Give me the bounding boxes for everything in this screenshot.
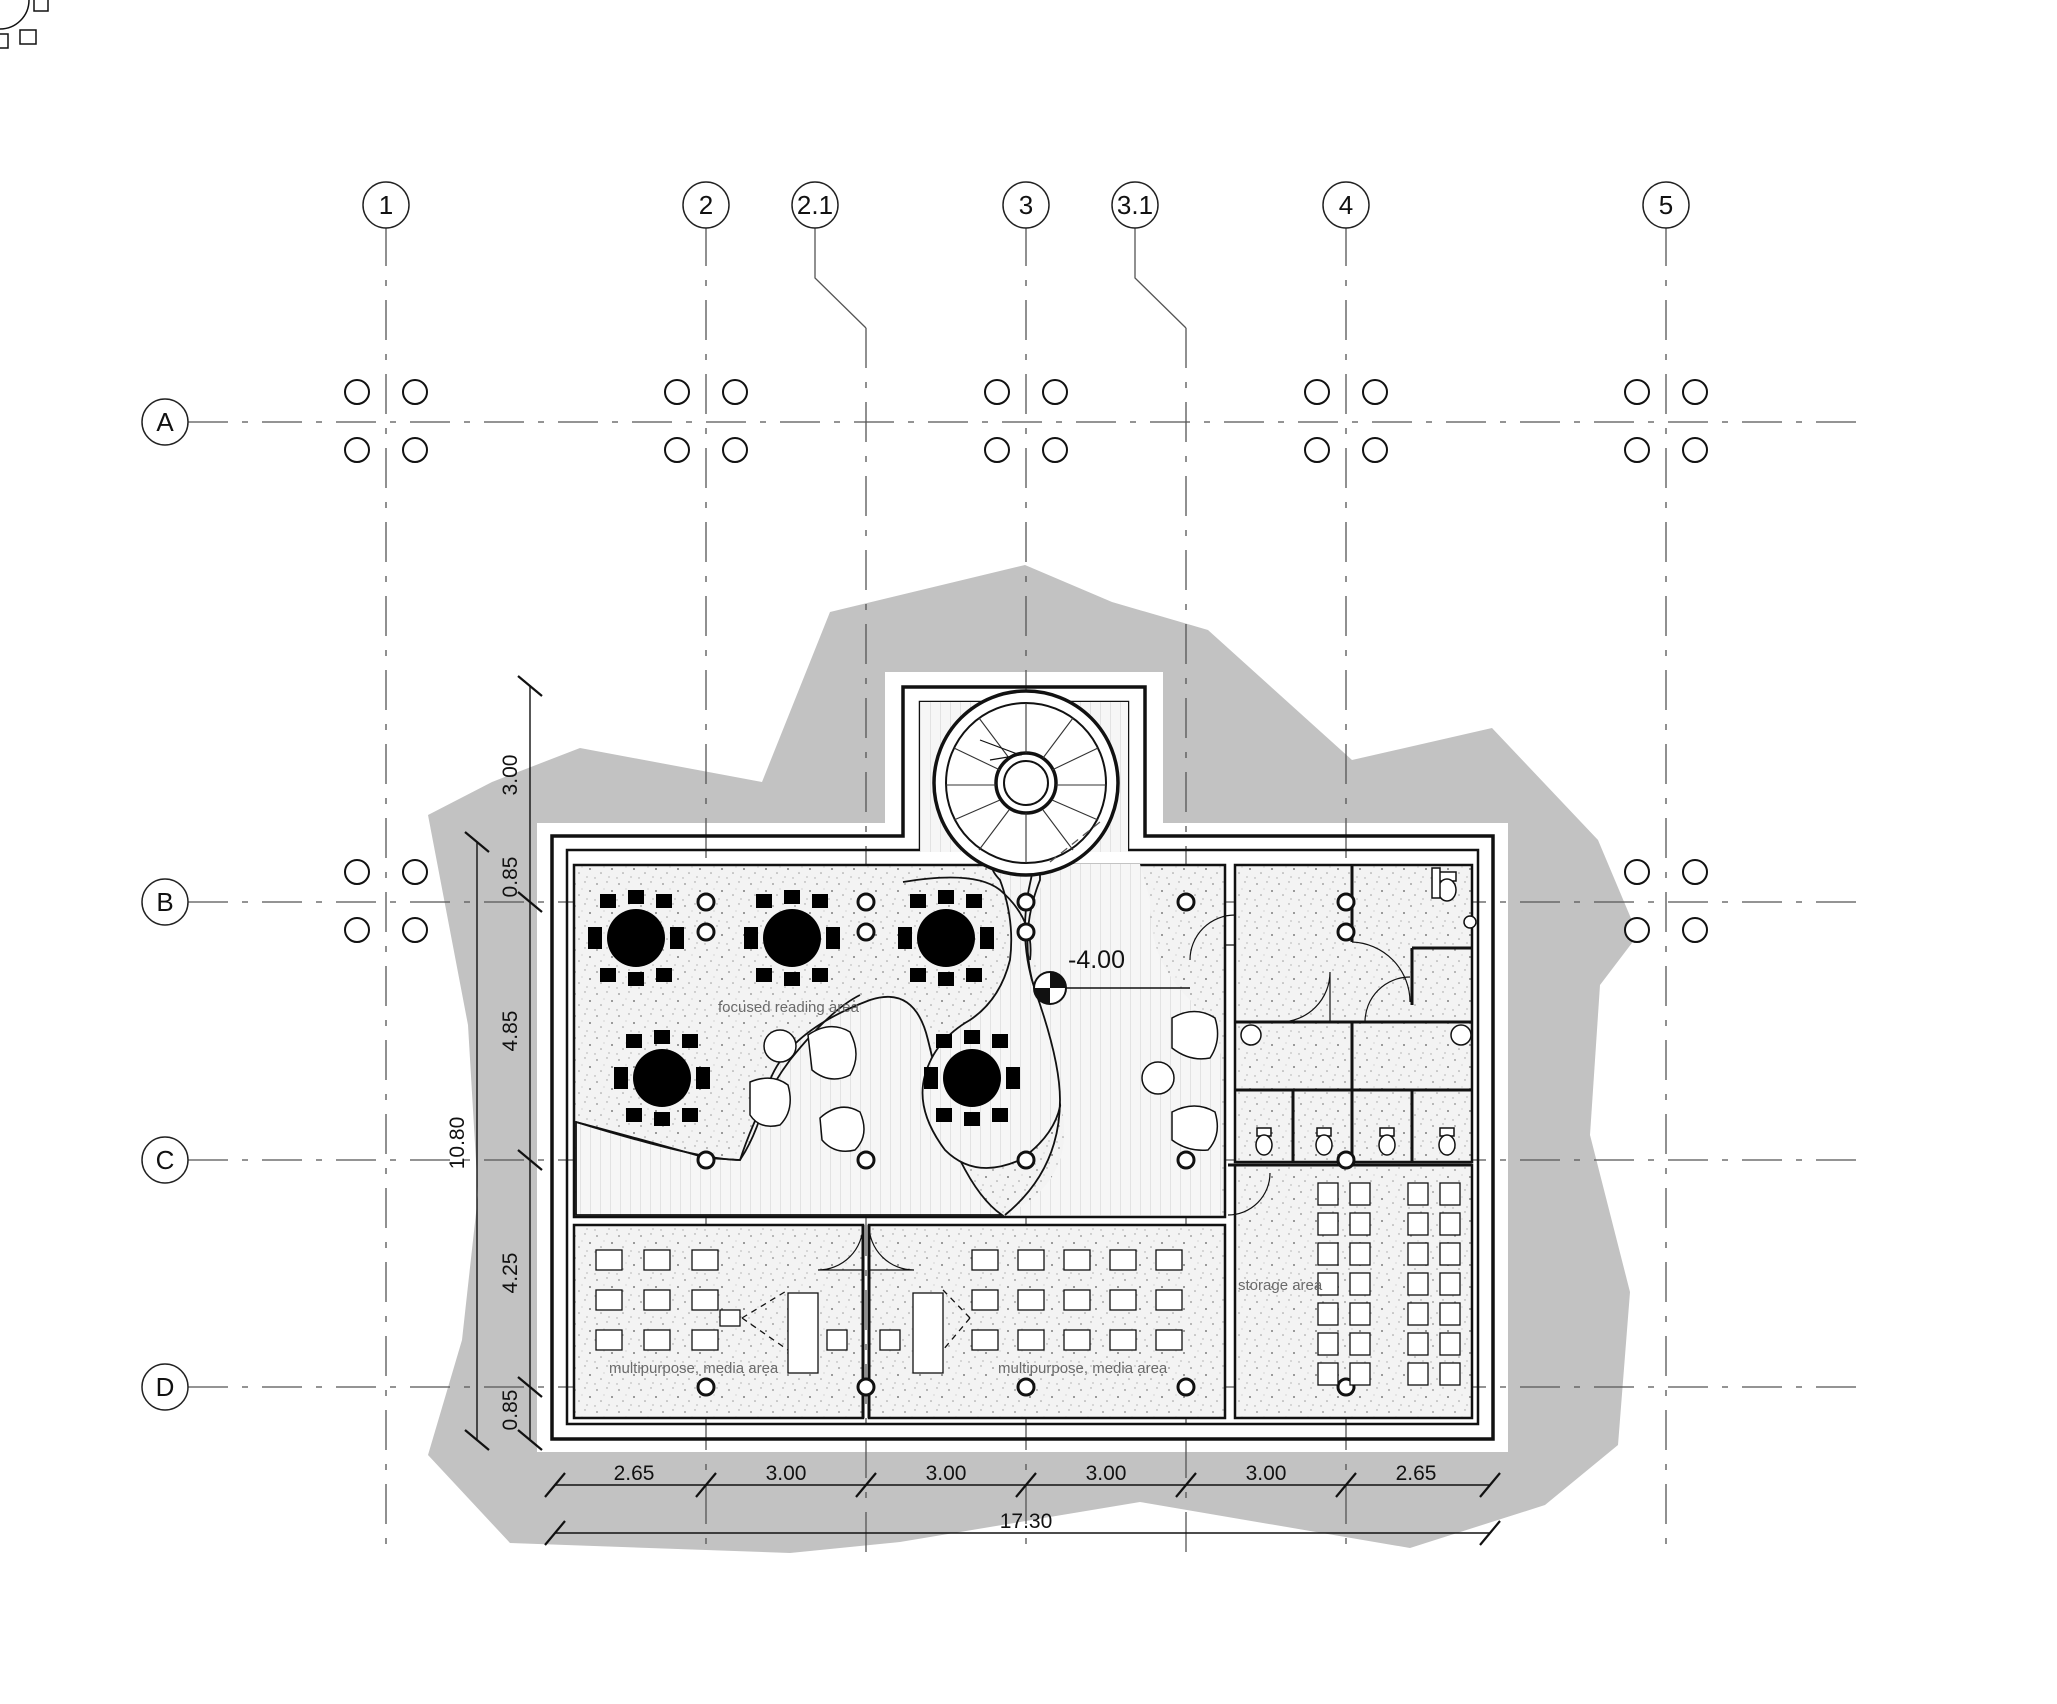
grid-label-c: C <box>156 1145 175 1175</box>
media-desks-right <box>879 1249 1183 1374</box>
grid-leader-lines <box>814 226 1187 329</box>
media-desks-left <box>595 1249 848 1374</box>
round-table <box>0 0 49 49</box>
column-bubbles <box>362 181 1690 229</box>
grid-label-1: 1 <box>379 190 393 220</box>
circulation-edge-2 <box>575 994 861 1161</box>
dim-v-3: 4.85 <box>499 1011 522 1052</box>
pile-groups <box>344 379 1708 943</box>
dim-h-6: 2.65 <box>1396 1462 1437 1485</box>
grid-label-a: A <box>156 407 174 437</box>
storage-chairs <box>1317 1182 1461 1386</box>
grid-label-2: 2 <box>699 190 713 220</box>
level-marker <box>1033 971 1190 1005</box>
interior-columns <box>696 892 1356 1397</box>
dim-h-4: 3.00 <box>1086 1462 1127 1485</box>
lounge-chairs <box>749 1010 1219 1152</box>
dim-v-total: 10.80 <box>446 1117 469 1170</box>
level-label: -4.00 <box>1068 946 1125 974</box>
room-label-media-left: multipurpose, media area <box>609 1360 779 1377</box>
stair-tower <box>920 689 1128 877</box>
toilets <box>1240 867 1477 1156</box>
dim-h-2: 3.00 <box>766 1462 807 1485</box>
grid-label-4: 4 <box>1339 190 1353 220</box>
dimension-lines <box>464 675 1501 1546</box>
dim-h-total: 17.30 <box>1000 1510 1053 1533</box>
dim-h-5: 3.00 <box>1246 1462 1287 1485</box>
grid-label-2-1: 2.1 <box>797 190 833 220</box>
grid-label-5: 5 <box>1659 190 1673 220</box>
dim-h-1: 2.65 <box>614 1462 655 1485</box>
grid-label-3-1: 3.1 <box>1117 190 1153 220</box>
dim-v-5: 0.85 <box>499 1390 522 1431</box>
dim-h-3: 3.00 <box>926 1462 967 1485</box>
row-bubbles <box>141 398 189 1411</box>
round-tables <box>0 0 49 49</box>
grid-label-d: D <box>156 1372 175 1402</box>
room-label-reading: focused reading area <box>718 999 860 1016</box>
grid-label-b: B <box>156 887 173 917</box>
circulation-path-3 <box>1005 864 1222 1215</box>
door-swings <box>817 914 1411 1271</box>
grid-label-3: 3 <box>1019 190 1033 220</box>
dim-v-4: 4.25 <box>499 1253 522 1294</box>
room-label-storage: storage area <box>1238 1277 1323 1294</box>
room-label-media-right: multipurpose, media area <box>998 1360 1168 1377</box>
dim-v-2: 0.85 <box>499 857 522 898</box>
dim-v-1: 3.00 <box>499 755 522 796</box>
